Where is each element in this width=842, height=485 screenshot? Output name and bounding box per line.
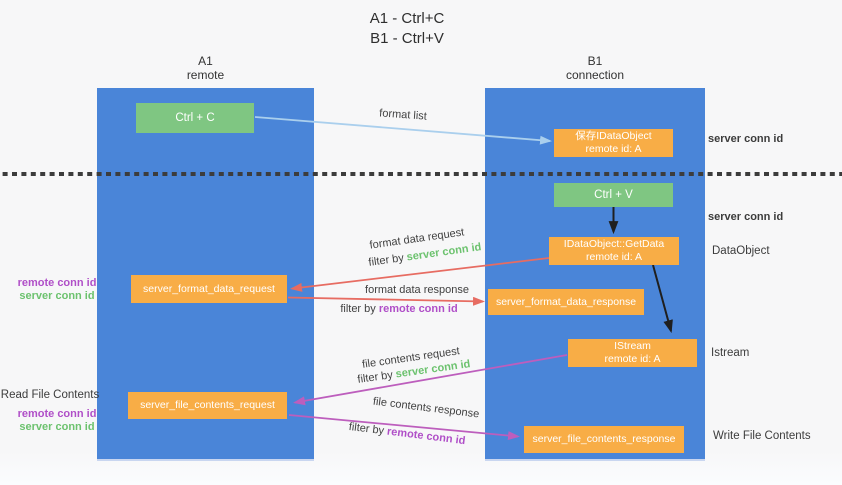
box-idataobject-getdata: IDataObject::GetData remote id: A: [549, 237, 679, 265]
box-server-file-contents-request-label: server_file_contents_request: [140, 399, 275, 411]
annotation-server-conn-id: server conn id: [19, 289, 95, 302]
box-server-format-data-response-label: server_format_data_response: [495, 295, 637, 308]
arrow-format-data-response: [287, 296, 485, 306]
lifeline-header-a1: A1 remote: [97, 54, 314, 82]
box-server-file-contents-request: server_file_contents_request: [128, 392, 287, 419]
box-istream-line1: IStream: [614, 340, 651, 352]
annotation-istream: Istream: [711, 347, 750, 359]
box-idataobject-getdata-line1: IDataObject::GetData: [563, 238, 665, 250]
annotation-remote-conn-id: remote conn id: [17, 408, 97, 420]
annotation-conn-ids-mid: remote conn id server conn id: [2, 277, 112, 302]
box-istream: IStream remote id: A: [568, 339, 697, 367]
annotation-server-conn-id-top: server conn id: [708, 133, 784, 145]
remote-conn-id-text: remote conn id: [386, 425, 467, 448]
remote-conn-id-text: remote conn id: [378, 303, 458, 315]
title-line-1: A1 - Ctrl+C: [369, 10, 445, 27]
box-ctrl-c: Ctrl + C: [136, 103, 254, 133]
lifeline-header-b1: B1 connection: [485, 54, 705, 82]
box-save-idataobject: 保存IDataObject remote id: A: [554, 129, 673, 157]
annotation-conn-ids-bottom: remote conn id server conn id: [2, 408, 112, 433]
diagram-title: A1 - Ctrl+C B1 - Ctrl+V: [0, 9, 814, 48]
label-format-list: format list: [378, 107, 428, 123]
annotation-read-file-contents: Read File Contents: [0, 389, 100, 401]
box-ctrl-v: Ctrl + V: [554, 183, 673, 207]
box-server-file-contents-response-label: server_file_contents_response: [532, 433, 676, 445]
box-idataobject-getdata-line2: remote id: A: [585, 251, 643, 263]
annotation-server-conn-id: server conn id: [19, 420, 95, 433]
label-format-data-response: format data response: [365, 284, 469, 296]
filter-by-text: filter by: [367, 251, 408, 269]
box-istream-line2: remote id: A: [604, 353, 661, 365]
box-server-format-data-response: server_format_data_response: [488, 289, 644, 315]
annotation-server-conn-id-mid: server conn id: [708, 211, 784, 223]
box-server-file-contents-response: server_file_contents_response: [524, 426, 684, 453]
box-ctrl-v-label: Ctrl + V: [594, 188, 633, 201]
label-file-contents-response-filter: filter by remote conn id: [327, 418, 487, 450]
annotation-remote-conn-id: remote conn id: [17, 277, 97, 289]
label-file-contents-response: file contents response: [372, 395, 480, 421]
lifeline-a1-name: A1: [198, 54, 213, 68]
label-format-data-response-filter: filter by remote conn id: [319, 303, 479, 316]
annotation-dataobject: DataObject: [712, 245, 770, 257]
box-save-idataobject-line1: 保存IDataObject: [575, 130, 652, 142]
filter-by-text: filter by: [348, 420, 388, 438]
filter-by-text: filter by: [340, 303, 379, 315]
lifeline-b1-name: B1: [587, 54, 603, 68]
box-ctrl-c-label: Ctrl + C: [175, 111, 215, 124]
box-save-idataobject-line2: remote id: A: [585, 143, 642, 155]
lifeline-a1-role: remote: [186, 68, 225, 82]
box-server-format-data-request: server_format_data_request: [131, 275, 287, 303]
lifeline-b1-role: connection: [565, 68, 625, 82]
box-server-format-data-request-label: server_format_data_request: [143, 282, 275, 295]
title-line-2: B1 - Ctrl+V: [370, 29, 444, 47]
annotation-write-file-contents: Write File Contents: [713, 430, 811, 442]
